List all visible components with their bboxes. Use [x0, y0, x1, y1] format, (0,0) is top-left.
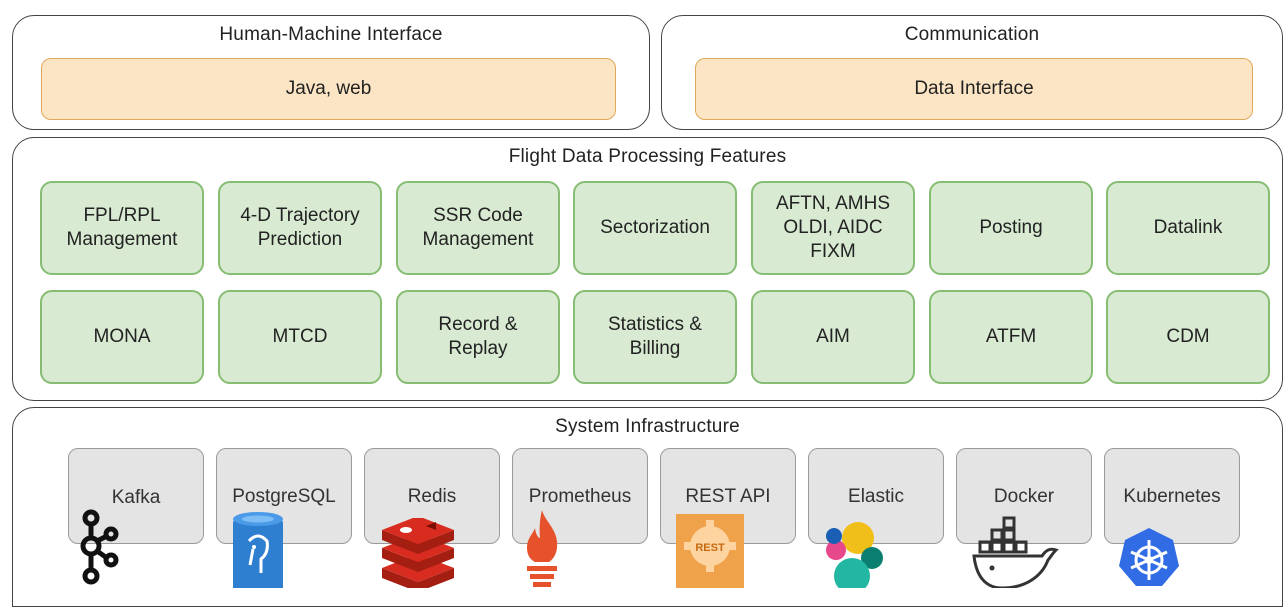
infrastructure-title: System Infrastructure: [555, 416, 740, 437]
infra-card-elastic: Elastic: [808, 448, 944, 544]
infra-card-kubernetes: Kubernetes: [1104, 448, 1240, 544]
communication-title: Communication: [904, 24, 1040, 45]
infra-label: Elastic: [848, 486, 904, 507]
java-web-box: Java, web: [41, 58, 616, 120]
feature-box: Statistics & Billing: [573, 290, 737, 384]
feature-box: Datalink: [1106, 181, 1270, 275]
feature-box: AFTN, AMHS OLDI, AIDC FIXM: [751, 181, 915, 275]
rest-icon-text: REST: [695, 542, 725, 554]
feature-box: AIM: [751, 290, 915, 384]
docker-icon: [972, 516, 1059, 588]
rest-api-icon: REST: [676, 514, 744, 588]
feature-box: Record & Replay: [396, 290, 560, 384]
infra-label: Kafka: [111, 487, 161, 508]
infra-label: Prometheus: [528, 486, 632, 507]
feature-box: SSR Code Management: [396, 181, 560, 275]
kafka-icon: [80, 509, 119, 585]
feature-box: FPL/RPL Management: [40, 181, 204, 275]
elastic-icon: [826, 522, 883, 588]
infra-card-redis: Redis: [364, 448, 500, 544]
infra-label: Redis: [407, 486, 457, 507]
redis-icon: [382, 518, 454, 588]
hmi-title: Human-Machine Interface: [219, 24, 443, 45]
fdp-title: Flight Data Processing Features: [508, 146, 787, 167]
feature-box: Posting: [929, 181, 1093, 275]
feature-box: MONA: [40, 290, 204, 384]
hmi-panel: Human-Machine Interface Java, web: [12, 15, 650, 130]
communication-panel: Communication Data Interface: [661, 15, 1283, 130]
infra-card-docker: Docker: [956, 448, 1092, 544]
data-interface-box: Data Interface: [695, 58, 1253, 120]
infra-label: Docker: [993, 486, 1055, 507]
infra-card-prometheus: Prometheus: [512, 448, 648, 544]
infra-label: Kubernetes: [1123, 486, 1221, 507]
infra-label: PostgreSQL: [232, 486, 336, 507]
prometheus-icon: [527, 510, 558, 587]
feature-box: MTCD: [218, 290, 382, 384]
kubernetes-icon: [1119, 528, 1179, 586]
feature-box: CDM: [1106, 290, 1270, 384]
postgresql-icon: [233, 512, 283, 588]
feature-box: Sectorization: [573, 181, 737, 275]
feature-box: 4-D Trajectory Prediction: [218, 181, 382, 275]
infra-label: REST API: [685, 486, 771, 507]
feature-box: ATFM: [929, 290, 1093, 384]
